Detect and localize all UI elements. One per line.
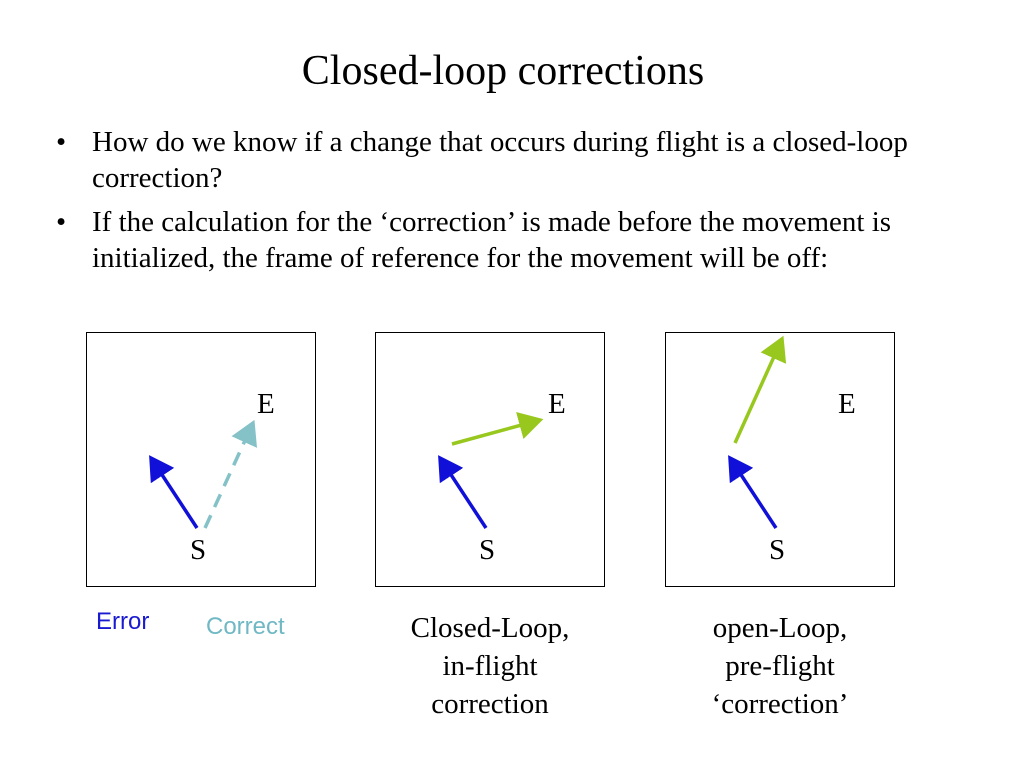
caption-line: correction (431, 688, 549, 720)
slide-title: Closed-loop corrections (301, 48, 705, 94)
caption-line: in-flight (442, 650, 538, 682)
start-label: S (190, 534, 207, 566)
caption-line: pre-flight (725, 650, 835, 682)
caption-line: open-Loop, (712, 612, 848, 644)
diagram-panel-error-correct: E S (86, 332, 316, 587)
bullet-text: If the calculation for the ‘correction’ … (92, 206, 892, 274)
correction-arrow (733, 335, 787, 444)
bullet-list: • How do we know if a change that occurs… (56, 124, 956, 284)
caption-line: Closed-Loop, (410, 612, 570, 644)
legend-error: Error (96, 608, 150, 635)
error-arrow (149, 455, 199, 529)
legend-correct: Correct (206, 613, 285, 640)
caption-line: ‘correction’ (711, 688, 849, 720)
bullet-item: • How do we know if a change that occurs… (56, 124, 956, 196)
diagram-arrows (728, 335, 787, 529)
diagram-panel-open-loop: E S (665, 332, 895, 587)
start-label: S (769, 534, 786, 566)
correct-arrow (203, 419, 258, 529)
end-label: E (548, 388, 566, 420)
bullet-item: • If the calculation for the ‘correction… (56, 204, 956, 276)
bullet-text: How do we know if a change that occurs d… (92, 126, 908, 194)
error-arrow (438, 455, 488, 529)
caption-open-loop: open-Loop, pre-flight ‘correction’ (665, 609, 895, 723)
start-label: S (479, 534, 496, 566)
error-arrow (728, 455, 778, 529)
diagram-panel-closed-loop: E S (375, 332, 605, 587)
correction-arrow (451, 412, 544, 446)
caption-closed-loop: Closed-Loop, in-flight correction (375, 609, 605, 723)
diagram-arrows (149, 419, 258, 529)
end-label: E (257, 388, 275, 420)
end-label: E (838, 388, 856, 420)
diagram-arrows (438, 412, 544, 529)
bullet-marker: • (56, 206, 67, 238)
bullet-marker: • (56, 126, 67, 158)
